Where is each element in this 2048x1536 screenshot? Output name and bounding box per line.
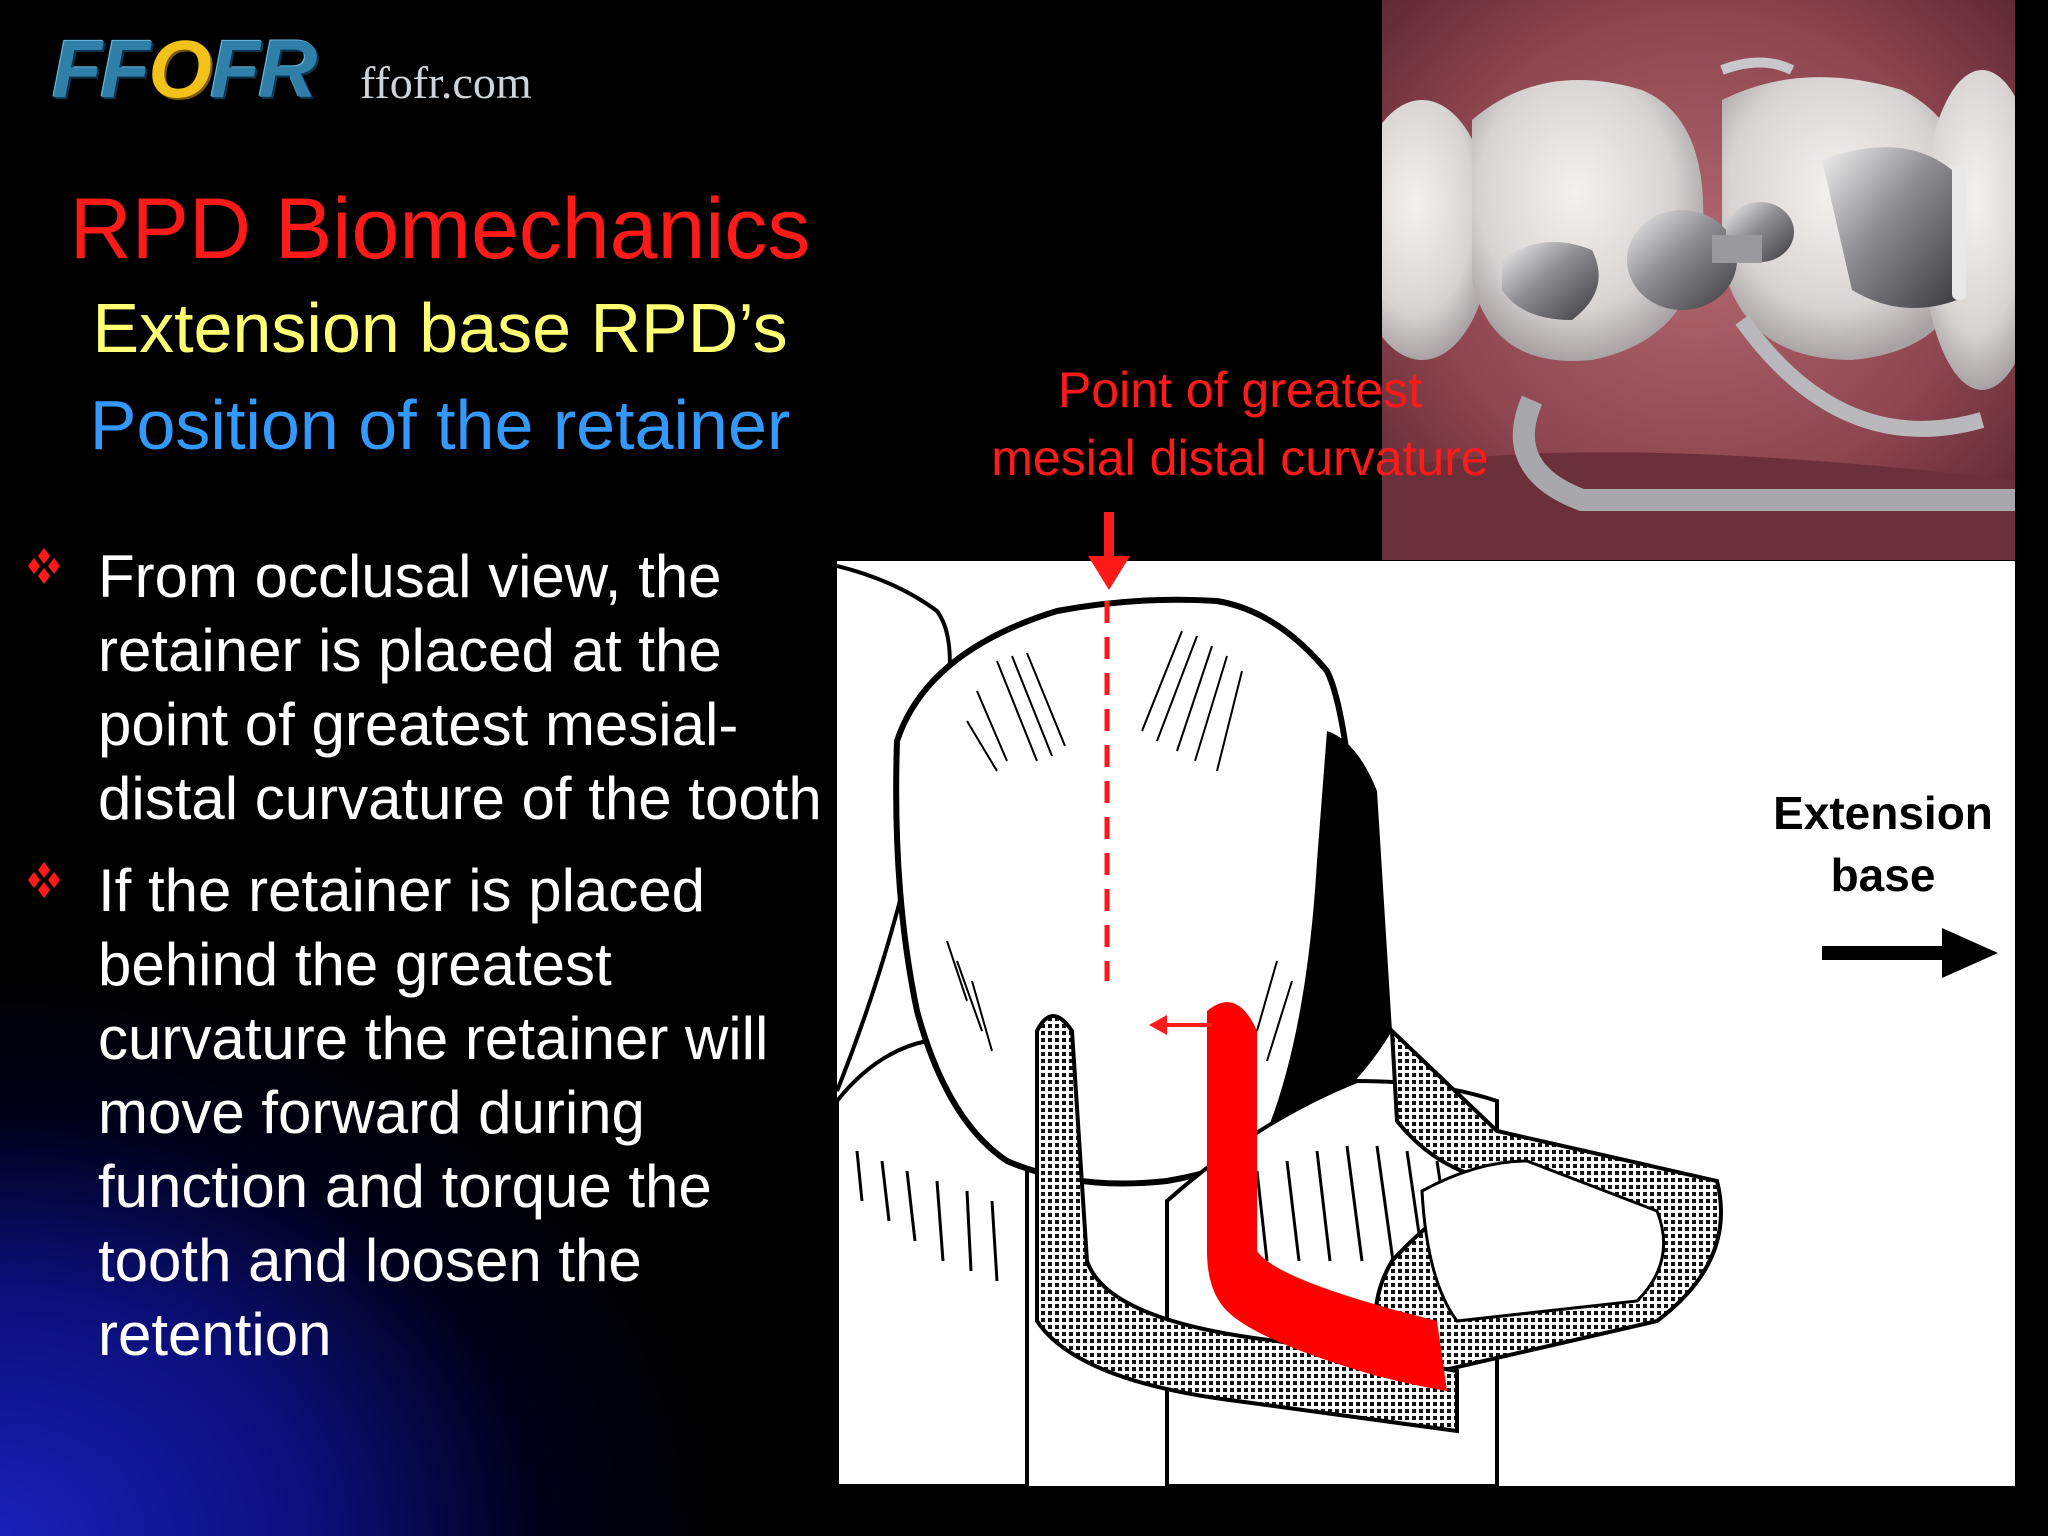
annotation-line-1: Point of greatest: [1057, 362, 1423, 418]
diamond-cluster-icon: [28, 548, 60, 584]
arrow-right-icon: [1822, 928, 1998, 978]
bullet-list: From occlusal view, the retainer is plac…: [24, 540, 844, 1390]
intraoral-photo: [1382, 0, 2015, 560]
clasp-diagram: [835, 561, 2015, 1488]
diamond-cluster-icon: [28, 862, 60, 898]
extension-base-label: Extension base: [1758, 782, 2008, 906]
bullet-item: From occlusal view, the retainer is plac…: [24, 540, 844, 836]
annotation-line-2: mesial distal curvature: [991, 430, 1489, 486]
slide-subtitle-1: Extension base RPD’s: [92, 289, 788, 367]
extension-line-1: Extension: [1773, 787, 1993, 839]
logo-mark: FFOFR: [52, 24, 317, 115]
slide-subtitle-2: Position of the retainer: [89, 386, 791, 464]
logo-url: ffofr.com: [360, 57, 532, 108]
arrow-down-icon: [1088, 512, 1130, 590]
curvature-annotation: Point of greatest mesial distal curvatur…: [940, 356, 1540, 492]
slide-title: RPD Biomechanics: [69, 181, 811, 277]
extension-line-2: base: [1830, 849, 1936, 901]
bullet-text: If the retainer is placed behind the gre…: [98, 857, 769, 1368]
bullet-item: If the retainer is placed behind the gre…: [24, 854, 844, 1372]
bullet-text: From occlusal view, the retainer is plac…: [98, 543, 822, 832]
